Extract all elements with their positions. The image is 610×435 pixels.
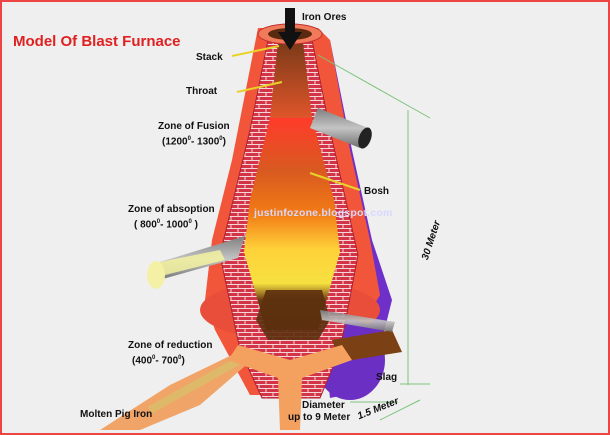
stack-label: Stack <box>196 52 223 63</box>
absorption-label: Zone of absoption <box>128 204 215 215</box>
throat-label: Throat <box>186 86 218 97</box>
slag-tap <box>332 330 402 362</box>
throat-pointer <box>236 81 283 93</box>
throat-cavity <box>270 42 312 118</box>
reduction-range: (4000- 7000) <box>132 355 185 367</box>
diameter-label: Diameter <box>302 400 345 411</box>
bosh-label: Bosh <box>364 186 389 197</box>
bottom-outlet <box>228 345 352 430</box>
furnace-core <box>244 118 340 330</box>
diameter-value: up to 9 Meter <box>288 412 351 423</box>
iron-ores-label: Iron Ores <box>302 12 347 23</box>
hearth <box>256 290 330 340</box>
reduction-label: Zone of reduction <box>128 340 213 351</box>
molten-pig-iron-label: Molten Pig Iron <box>80 409 153 420</box>
slag-label: Slag <box>376 372 398 383</box>
fusion-range: (12000- 13000) <box>162 136 226 148</box>
iron-ores-arrow <box>278 8 302 50</box>
watermark: justinfozone.blogspot.com <box>254 207 393 219</box>
stack-pointer <box>231 45 280 57</box>
gas-pipe-end <box>358 127 372 149</box>
fusion-label: Zone of Fusion <box>158 121 230 132</box>
height-guide-top <box>317 54 431 119</box>
left-pipe-glow <box>147 261 165 289</box>
gas-pipe <box>310 108 368 148</box>
bosh-pointer <box>309 172 361 191</box>
diagram-title: Model Of Blast Furnace <box>13 33 181 50</box>
absorption-range: ( 8000- 10000 ) <box>134 219 198 231</box>
